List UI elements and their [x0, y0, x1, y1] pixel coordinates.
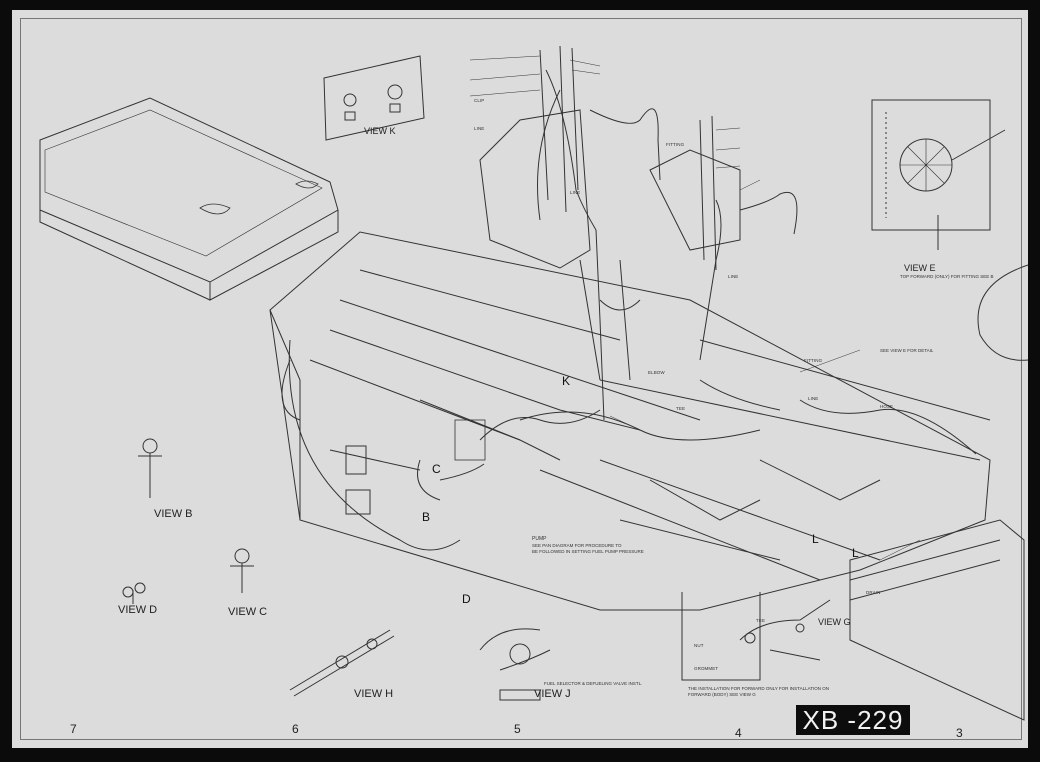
view-k-panel [323, 55, 425, 141]
pump-note-line-1: SEE PAN DIAGRAM FOR PROCEDURE TO [532, 543, 622, 548]
callout-line-3: LINE [728, 274, 739, 279]
callout-nut: NUT [694, 643, 704, 648]
callout-line: LINE [474, 126, 485, 131]
view-j-title: VIEW J [534, 688, 571, 700]
see-view-e-note: SEE VIEW E FOR DETAIL [880, 348, 934, 353]
view-d-symbol [122, 582, 146, 604]
section-flag-d: D [462, 592, 471, 606]
callout-fitting: FITTING [666, 142, 685, 147]
callout-tee-2: TEE [756, 618, 766, 623]
fuel-system-assembly [269, 231, 991, 611]
view-h-title: VIEW H [354, 688, 394, 700]
view-e-box [871, 99, 1006, 250]
callout-elbow: ELBOW [648, 370, 665, 375]
callout-clip: CLIP [474, 98, 485, 103]
pump-label: PUMP [532, 536, 547, 542]
install-note-line-1: THE INSTALLATION FOR FORWARD ONLY FOR IN… [688, 686, 830, 691]
view-h-pipe [289, 629, 395, 697]
section-flag-b: B [422, 510, 431, 524]
callout-grommet: GROMMET [694, 666, 719, 671]
view-d-title: VIEW D [118, 604, 158, 616]
lower-right-tank [849, 519, 1025, 721]
view-g-title: VIEW G [818, 617, 851, 627]
edge-curve [977, 264, 1029, 361]
callout-line-4: LINE [808, 396, 819, 401]
view-c-symbol [230, 548, 254, 593]
view-g-detail [681, 592, 831, 681]
section-flag-c: C [432, 462, 441, 476]
zone-number-5: 5 [514, 722, 521, 736]
drawing-number: XB -229 [796, 705, 910, 735]
view-k-title: VIEW K [364, 126, 396, 136]
zone-number-6: 6 [292, 722, 299, 736]
zone-number-7: 7 [70, 722, 77, 736]
view-b-title: VIEW B [154, 508, 193, 520]
section-flag-l: L [812, 532, 819, 546]
fuel-tank-drawing [39, 97, 339, 301]
view-e-caption: TOP FORWARD (ONLY) FOR FITTING SEE B [900, 274, 994, 279]
view-j-valve [479, 628, 551, 701]
section-flag-l-2: L [852, 546, 859, 560]
valve-note: FUEL SELECTOR & DEFUELING VALVE INSTL. [544, 681, 643, 686]
zone-number-4: 4 [735, 726, 742, 740]
install-note-line-2: FORWARD (BODY) SEE VIEW G [688, 692, 756, 697]
callout-drain: DRAIN [866, 590, 881, 595]
callout-line-2: LINE [570, 190, 581, 195]
callout-hose: HOSE [880, 404, 894, 409]
view-e-title: VIEW E [904, 263, 936, 273]
view-b-symbol [138, 438, 162, 498]
view-c-title: VIEW C [228, 606, 268, 618]
pump-note-line-2: BE FOLLOWED IN SETTING FUEL PUMP PRESSUR… [532, 549, 644, 554]
pump-tower-assembly [479, 45, 798, 421]
drawing-sheet [12, 10, 1028, 748]
callout-tee: TEE [676, 406, 686, 411]
zone-number-3: 3 [956, 726, 963, 740]
callout-fitting-2: FITTING [804, 358, 823, 363]
section-flag-k: K [562, 374, 571, 388]
leader-lines [469, 55, 921, 561]
sheet-border [20, 18, 1022, 740]
